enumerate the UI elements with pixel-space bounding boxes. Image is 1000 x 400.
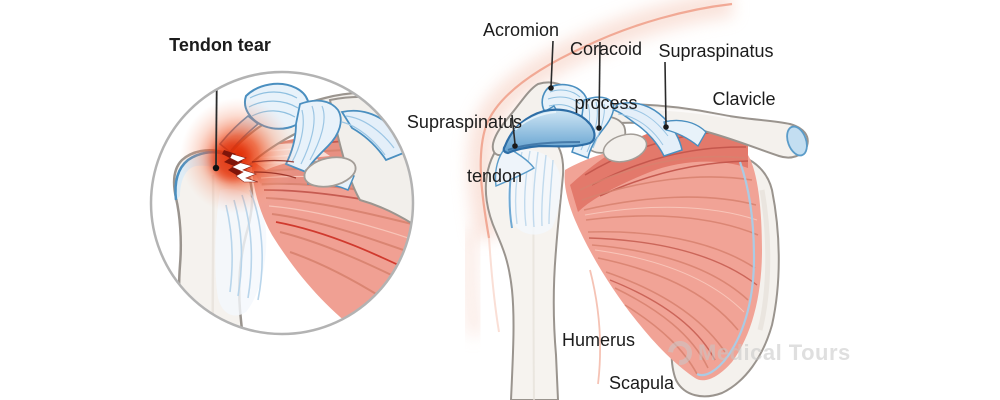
main-shoulder-group	[460, 0, 809, 400]
skin-contour	[479, 2, 733, 239]
label-scapula: Scapula	[609, 373, 675, 393]
tear-mark	[222, 150, 297, 183]
inset-rim-circle	[149, 70, 415, 336]
leader-lines	[511, 40, 667, 145]
label-supraspinatus: Supraspinatus	[658, 41, 774, 61]
label-acromion: Acromion	[482, 20, 560, 40]
supraspinatus-tendon-shape	[494, 108, 596, 188]
clavicle-cartilage-tip	[786, 125, 808, 157]
label-supraspinatus-tendon: Supraspinatus tendon	[406, 112, 522, 186]
tendon-tear-inset	[149, 70, 415, 336]
label-tendon-tear: Tendon tear	[169, 35, 271, 55]
label-humerus: Humerus	[562, 330, 636, 350]
supraspinatus-muscle	[570, 120, 748, 212]
label-clavicle: Clavicle	[712, 89, 776, 109]
armpit-fold-line	[589, 269, 602, 385]
muscle-edge-line	[696, 161, 756, 377]
muscle-body	[564, 141, 762, 381]
label-coracoid-process: Coracoid process	[569, 39, 643, 113]
